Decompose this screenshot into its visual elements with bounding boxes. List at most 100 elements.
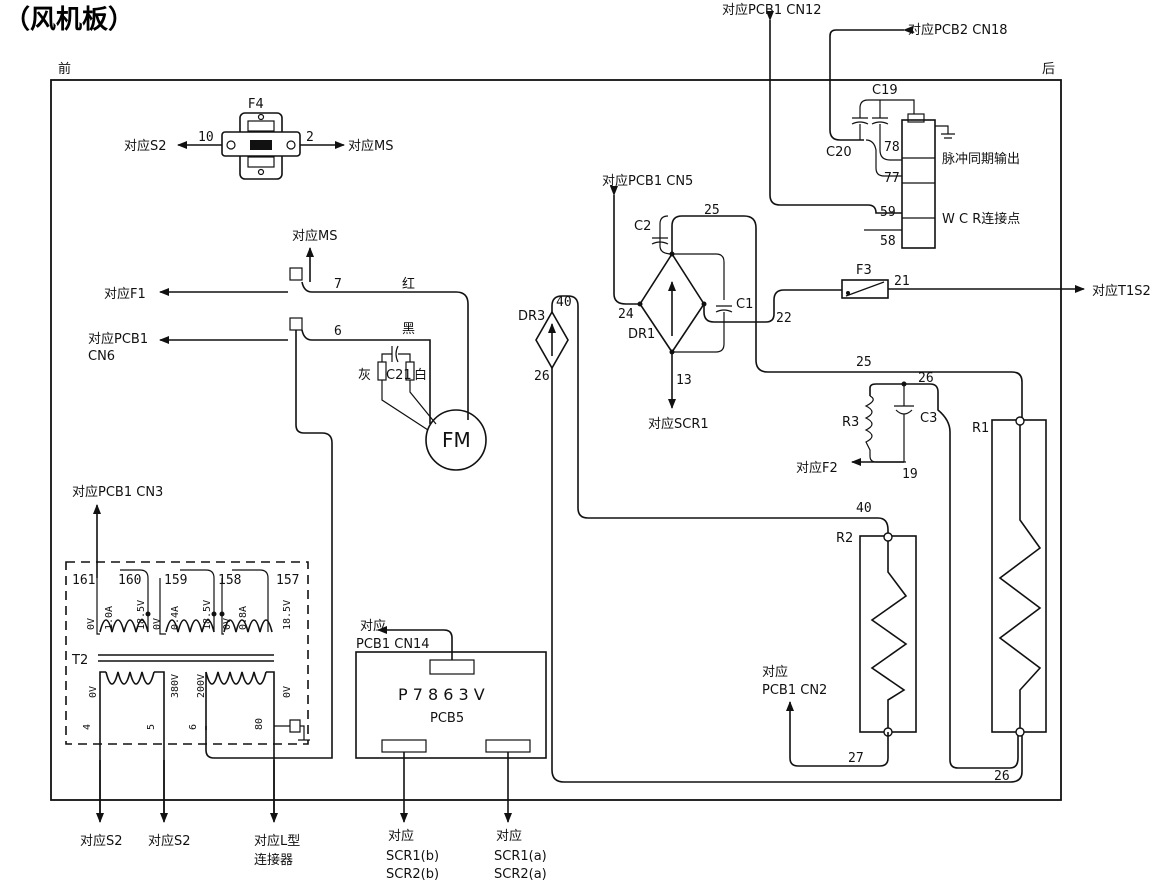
t2-bottom-num: 4 — [82, 724, 93, 730]
fan-to-ms: 对应MS — [292, 228, 337, 244]
to-pcb1-cn3: 对应PCB1 CN3 — [72, 484, 163, 500]
wire-24: 24 — [618, 307, 634, 322]
to-pcb1-cn5: 对应PCB1 CN5 — [602, 173, 693, 189]
wire-19: 19 — [902, 467, 918, 482]
wire-40-r2: 40 — [856, 501, 872, 516]
fan-to-f1: 对应F1 — [104, 286, 146, 302]
pcb5-label: PCB5 — [430, 711, 464, 726]
wire-78: 78 — [884, 140, 900, 155]
transformer-t2-box — [65, 561, 309, 745]
fan-to-pcb1-a: 对应PCB1 — [88, 331, 148, 347]
to-pcb2-cn18: 对应PCB2 CN18 — [908, 22, 1008, 38]
wire-25-top: 25 — [704, 203, 720, 218]
r3-label: R3 — [842, 415, 859, 430]
wire-13: 13 — [676, 373, 692, 388]
capacitor-c21 — [377, 345, 437, 431]
transformer-secondary-coils — [96, 569, 273, 635]
t2-secondary-label: 0V — [86, 618, 97, 630]
pcb5-right-b: SCR1(a) — [494, 849, 547, 864]
wire-21: 21 — [894, 274, 910, 289]
t2-top-num: 158 — [218, 573, 241, 588]
t2-secondary-label: 1.0A — [104, 606, 115, 630]
f3-label: F3 — [856, 263, 872, 278]
f4-wire-10: 10 — [198, 130, 214, 145]
dr3-wire-40: 40 — [556, 295, 572, 310]
c20-label: C20 — [826, 145, 852, 160]
t2-secondary-label: 18.5V — [282, 600, 293, 630]
fuse-f4 — [221, 112, 301, 180]
wire-22: 22 — [776, 311, 792, 326]
to-f2: 对应F2 — [796, 460, 838, 476]
pcb5-to-cn14-b: PCB1 CN14 — [356, 637, 430, 652]
t2-top-num: 160 — [118, 573, 141, 588]
front-label: 前 — [58, 61, 71, 77]
wire-26-mid: 26 — [918, 371, 934, 386]
c19-label: C19 — [872, 83, 898, 98]
to-pcb1-cn2-a: 对应 — [762, 664, 788, 680]
t2-bottom-num: 5 — [146, 724, 157, 730]
dr1-label: DR1 — [628, 327, 655, 342]
t2-primary-label: 380V — [170, 674, 181, 698]
c3-label: C3 — [920, 411, 937, 426]
t2-primary-label: 0V — [88, 686, 99, 698]
t2-primary-label: 0V — [282, 686, 293, 698]
t2-secondary-label: 18.5V — [136, 600, 147, 630]
pcb5-model: P 7 8 6 3 V — [398, 685, 485, 704]
to-scr1: 对应SCR1 — [648, 416, 709, 432]
back-label: 后 — [1042, 62, 1055, 77]
c21-label: C21 — [386, 368, 412, 383]
c2-label: C2 — [634, 219, 651, 234]
capacitor-c19 — [851, 99, 915, 177]
wire-black: 黑 — [402, 322, 415, 337]
wcr-terminal-block — [901, 119, 936, 249]
t2-secondary-label: 18.5V — [202, 600, 213, 630]
f4-wire-2: 2 — [306, 130, 314, 145]
wire-27: 27 — [848, 751, 864, 766]
t2-top-num: 159 — [164, 573, 187, 588]
wire-white: 白 — [414, 367, 427, 383]
t2-bottom-num: 80 — [254, 718, 265, 730]
pcb5-board — [355, 651, 547, 759]
r2-label: R2 — [836, 531, 853, 546]
t2-secondary-label: 0.8A — [238, 606, 249, 630]
wire-grey: 灰 — [358, 368, 371, 383]
pcb5-right-c: SCR2(a) — [494, 867, 547, 882]
pcb5-left-a: 对应 — [388, 828, 414, 844]
r1-label: R1 — [972, 421, 989, 436]
t2-top-num: 161 — [72, 573, 95, 588]
to-pcb1-cn12: 对应PCB1 CN12 — [722, 2, 822, 18]
pcb5-left-c: SCR2(b) — [386, 867, 439, 882]
fan-to-pcb1-b: CN6 — [88, 349, 115, 364]
t2-secondary-label: 0V — [222, 618, 233, 630]
f4-to-ms: 对应MS — [348, 138, 393, 154]
wire-59: 59 — [880, 205, 896, 220]
t2-secondary-label: 0V — [152, 618, 163, 630]
f4-to-s2: 对应S2 — [124, 138, 167, 154]
t2-label: T2 — [71, 653, 88, 668]
to-t1s2: 对应T1S2 — [1092, 283, 1151, 299]
resistor-r1 — [991, 419, 1047, 733]
dr3-wire-26: 26 — [534, 369, 550, 384]
t2-bottom-num: 6 — [188, 724, 199, 730]
wire-7: 7 — [334, 277, 342, 292]
c1-label: C1 — [736, 297, 753, 312]
t2-primary-label: 200V — [196, 674, 207, 698]
fan-motor-label: FM — [442, 428, 471, 452]
wire-25-mid: 25 — [856, 355, 872, 370]
t2-top-num: 157 — [276, 573, 299, 588]
wcr-label: W C R连接点 — [942, 211, 1020, 227]
pcb5-left-b: SCR1(b) — [386, 849, 439, 864]
wire-6: 6 — [334, 324, 342, 339]
board-outline — [50, 79, 1062, 801]
wire-58: 58 — [880, 234, 896, 249]
diagram-title: （风机板） — [4, 5, 134, 35]
dr3-label: DR3 — [518, 309, 545, 324]
transformer-primary-coils — [99, 671, 310, 820]
f4-label: F4 — [248, 97, 264, 112]
to-pcb1-cn2-b: PCB1 CN2 — [762, 683, 827, 698]
t2-to-s2-a: 对应S2 — [80, 833, 123, 849]
wire-26-bottom: 26 — [994, 769, 1010, 784]
pcb5-right-a: 对应 — [496, 828, 522, 844]
wire-red: 红 — [402, 276, 415, 292]
